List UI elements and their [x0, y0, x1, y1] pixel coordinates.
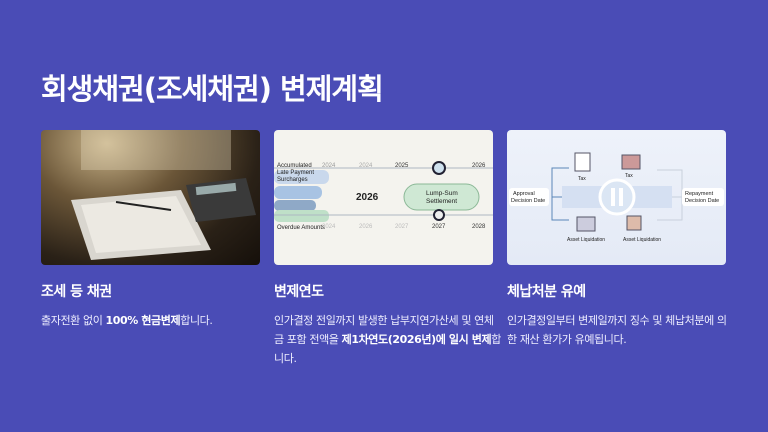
building-icon — [576, 216, 596, 232]
svg-text:Late Payment: Late Payment — [277, 170, 314, 176]
svg-text:Asset Liquidation: Asset Liquidation — [567, 237, 605, 243]
section-repayment-year: 변제연도 인가결정 전일까지 발생한 납부지연가산세 및 연체금 포함 전액을 … — [274, 281, 502, 368]
svg-text:Tax: Tax — [625, 173, 633, 179]
svg-text:2027: 2027 — [395, 224, 409, 230]
desk-illustration — [71, 130, 256, 260]
svg-text:Approval: Approval — [513, 191, 535, 197]
tax-documents-photo — [41, 130, 260, 265]
svg-text:Decision Date: Decision Date — [511, 198, 545, 204]
bank-icon — [621, 154, 641, 170]
section-heading: 변제연도 — [274, 284, 324, 300]
deferral-flow-diagram: Approval Decision Date Repayment Decisio… — [507, 130, 726, 265]
svg-text:2026: 2026 — [356, 192, 379, 203]
svg-text:Tax: Tax — [578, 176, 586, 182]
section-heading: 조세 등 채권 — [41, 284, 112, 300]
svg-text:Asset Liquidation: Asset Liquidation — [623, 237, 661, 243]
svg-text:2025: 2025 — [395, 163, 409, 169]
svg-text:2026: 2026 — [472, 163, 486, 169]
svg-text:2027: 2027 — [432, 224, 446, 230]
svg-text:Decision Date: Decision Date — [685, 198, 719, 204]
svg-text:Lump-Sum: Lump-Sum — [426, 190, 458, 197]
svg-text:2024: 2024 — [359, 163, 373, 169]
svg-text:2026: 2026 — [359, 224, 373, 230]
timeline-diagram: Accumulated Late Payment Surcharges Over… — [274, 130, 493, 265]
lump-sum-settlement-pill — [403, 183, 480, 211]
pause-icon — [598, 178, 636, 216]
svg-text:Settlement: Settlement — [426, 198, 457, 205]
section-body: 인가결정 전일까지 발생한 납부지연가산세 및 연체금 포함 전액을 제1차연도… — [274, 314, 501, 365]
pen-icon — [115, 201, 172, 211]
svg-text:2024: 2024 — [322, 224, 336, 230]
svg-text:Repayment: Repayment — [685, 191, 714, 197]
box-icon — [626, 215, 642, 231]
svg-text:Accumulated: Accumulated — [277, 163, 312, 169]
svg-text:Overdue Amounts: Overdue Amounts — [277, 225, 325, 231]
section-tax-claims: 조세 등 채권 출자전환 없이 100% 현금변제합니다. — [41, 281, 269, 330]
section-body: 출자전환 없이 100% 현금변제합니다. — [41, 314, 213, 327]
svg-text:2028: 2028 — [472, 224, 486, 230]
section-body: 인가결정일부터 변제일까지 징수 및 체납처분에 의한 재산 환가가 유예됩니다… — [507, 314, 727, 346]
tax-document-icon — [574, 152, 591, 172]
section-heading: 체납처분 유예 — [507, 284, 586, 300]
svg-text:Surcharges: Surcharges — [277, 177, 308, 183]
section-deferral: 체납처분 유예 인가결정일부터 변제일까지 징수 및 체납처분에 의한 재산 환… — [507, 281, 735, 349]
page-title: 회생채권(조세채권) 변제계획 — [41, 72, 384, 106]
svg-text:2024: 2024 — [322, 163, 336, 169]
